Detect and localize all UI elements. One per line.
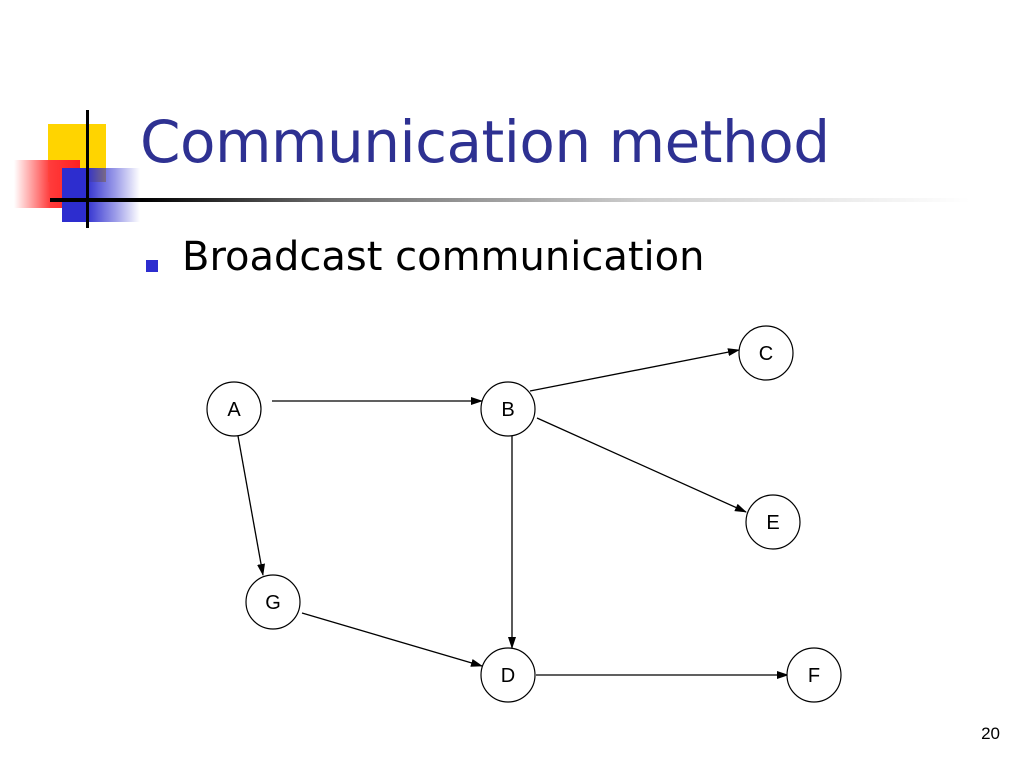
node-d: D — [480, 647, 536, 703]
node-label: C — [759, 343, 773, 365]
node-label: E — [766, 512, 779, 534]
node-f: F — [786, 647, 842, 703]
title-ornament-blue-square — [62, 168, 140, 222]
graph-nodes: A B C D E F G — [206, 325, 842, 703]
node-circle — [480, 381, 536, 437]
node-circle — [745, 494, 801, 550]
edge-b-to-c — [529, 348, 740, 392]
node-circle — [480, 647, 536, 703]
title-ornament-vertical-line — [86, 110, 89, 228]
edge-b-to-e — [536, 417, 747, 513]
bullet-marker-icon — [146, 260, 158, 272]
node-a: A — [206, 381, 262, 437]
node-label: G — [265, 592, 281, 614]
bullet-text: Broadcast communication — [182, 234, 705, 280]
node-circle — [245, 574, 301, 630]
node-label: D — [501, 665, 515, 687]
node-label: B — [501, 399, 514, 421]
node-b: B — [480, 381, 536, 437]
node-e: E — [745, 494, 801, 550]
slide-title: Communication method — [140, 108, 830, 176]
page-number: 20 — [981, 724, 1000, 743]
node-circle — [738, 325, 794, 381]
node-circle — [206, 381, 262, 437]
edge-g-to-d — [301, 612, 483, 667]
node-label: A — [227, 399, 241, 421]
graph-edges — [237, 348, 789, 679]
node-g: G — [245, 574, 301, 630]
title-underline-rule — [50, 198, 970, 202]
node-circle — [786, 647, 842, 703]
node-c: C — [738, 325, 794, 381]
edge-a-to-g — [237, 435, 265, 576]
node-label: F — [808, 665, 820, 687]
